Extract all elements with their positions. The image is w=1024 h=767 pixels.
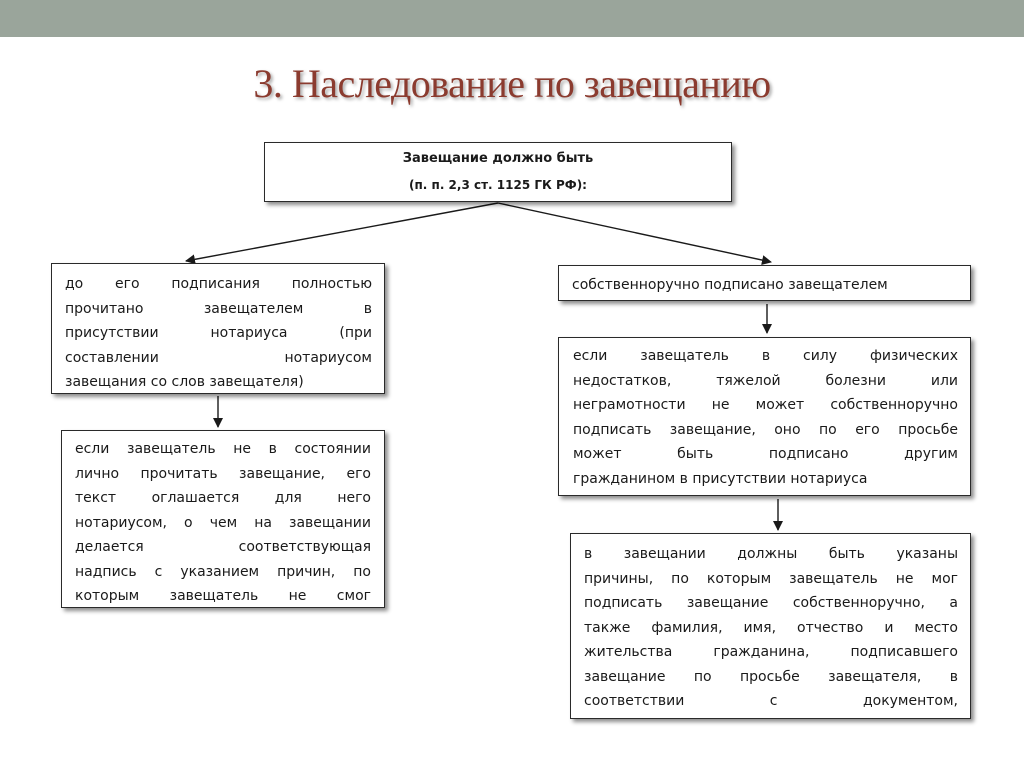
text-line: текст оглашается для него bbox=[75, 490, 371, 506]
text-line: соответствии с документом, bbox=[584, 693, 958, 709]
text-line: составлении нотариусом bbox=[65, 349, 372, 366]
text-line: если завещатель не в состоянии bbox=[75, 441, 371, 457]
arrow-root-to-left bbox=[185, 202, 499, 265]
text-line: завещание по просьбе завещателя, в bbox=[584, 668, 958, 685]
text-line: в завещании должны быть указаны bbox=[584, 546, 958, 562]
text-line: собственноручно подписано завещателем bbox=[572, 277, 888, 293]
text-line: лично прочитать завещание, его bbox=[75, 465, 371, 482]
left-box-reading: до его подписания полностью прочитано за… bbox=[51, 263, 385, 394]
text-line: может быть подписано другим bbox=[573, 446, 958, 462]
text-line: делается соответствующая bbox=[75, 539, 371, 555]
text-line: недостатков, тяжелой болезни или bbox=[573, 372, 958, 389]
right-box-signed: собственноручно подписано завещателем bbox=[558, 265, 971, 301]
text-line: до его подписания полностью bbox=[65, 276, 372, 292]
left-box-announcement: если завещатель не в состоянии лично про… bbox=[61, 430, 385, 608]
text-line: неграмотности не может собственноручно bbox=[573, 397, 958, 413]
text-line: подписать завещание собственноручно, а bbox=[584, 595, 958, 611]
root-box-line-1: Завещание должно быть bbox=[402, 151, 594, 166]
text-line: завещания со слов завещателя) bbox=[65, 374, 304, 390]
text-line: причины, по которым завещатель не мог bbox=[584, 570, 958, 587]
text-line: прочитано завещателем в bbox=[65, 300, 372, 317]
text-line: присутствии нотариуса (при bbox=[65, 325, 372, 341]
root-box-line-2: (п. п. 2,3 ст. 1125 ГК РФ): bbox=[409, 178, 587, 192]
text-line: гражданином в присутствии нотариуса bbox=[573, 470, 868, 487]
text-line: подписать завещание, оно по его просьбе bbox=[573, 421, 958, 438]
text-line: если завещатель в силу физических bbox=[573, 348, 958, 364]
right-box-other-signer: если завещатель в силу физических недост… bbox=[558, 337, 971, 496]
root-box: Завещание должно быть (п. п. 2,3 ст. 112… bbox=[264, 142, 732, 202]
text-line: также фамилия, имя, отчество и место bbox=[584, 619, 958, 636]
text-line: нотариусом, о чем на завещании bbox=[75, 514, 371, 531]
top-bar bbox=[0, 0, 1024, 37]
text-line: надпись с указанием причин, по bbox=[75, 563, 371, 580]
right-box-reasons: в завещании должны быть указаны причины,… bbox=[570, 533, 971, 719]
slide-title: 3. Наследование по завещанию bbox=[253, 61, 771, 106]
text-line: которым завещатель не смог bbox=[75, 588, 371, 604]
arrow-root-to-right bbox=[497, 202, 772, 265]
text-line: жительства гражданина, подписавшего bbox=[584, 644, 958, 660]
